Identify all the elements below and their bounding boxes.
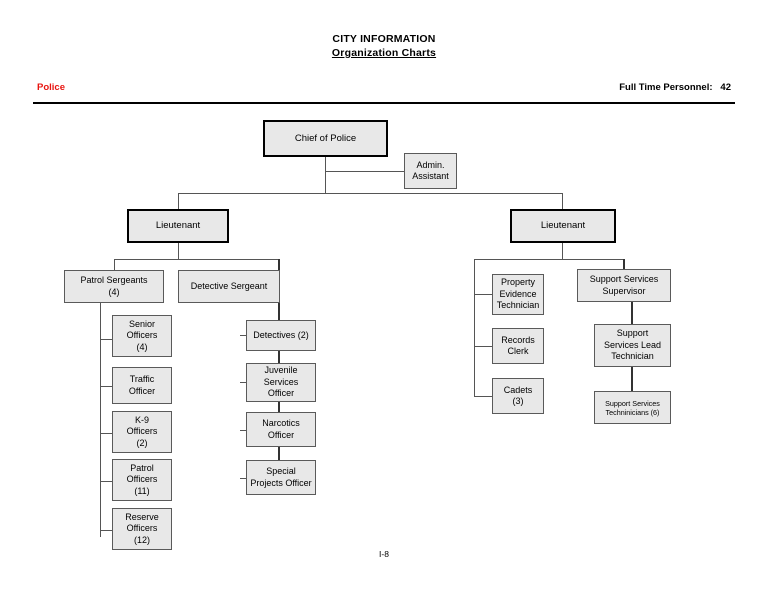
node-chief-of-police[interactable]: Chief of Police [263, 120, 388, 157]
connector-traffic-officer [100, 386, 112, 387]
header-divider [33, 102, 735, 104]
connector-lt-right-stem [562, 243, 563, 259]
node-lieutenant-right[interactable]: Lieutenant [510, 209, 616, 243]
connector-supp-sup-lead [631, 302, 633, 324]
connector-lt-left-drop [178, 193, 179, 209]
connector-cadets [474, 396, 492, 397]
connector-det-sgt-drop [278, 259, 280, 270]
connector-right-spine [474, 259, 475, 396]
connector-chief-admin [325, 171, 404, 172]
node-lieutenant-left[interactable]: Lieutenant [127, 209, 229, 243]
department-label: Police [37, 82, 65, 93]
connector-supp-sup-drop [623, 259, 625, 270]
node-admin-assistant[interactable]: Admin.Assistant [404, 153, 457, 189]
node-patrol-sergeants[interactable]: Patrol Sergeants(4) [64, 270, 164, 303]
node-detectives[interactable]: Detectives (2) [246, 320, 316, 351]
connector-reserve-officers [100, 530, 112, 531]
connector-supp-lead-techs [631, 367, 633, 391]
connector-patrol-spine [100, 303, 101, 537]
connector-patrol-sgt-drop [114, 259, 115, 270]
connector-senior-officers [100, 339, 112, 340]
page-number: I-8 [379, 549, 389, 559]
page-title-line1: CITY INFORMATION [332, 33, 436, 45]
connector-sergeant-bar [114, 259, 279, 260]
connector-lt-right-drop [562, 193, 563, 209]
page-title-line2: Organization Charts [331, 47, 437, 59]
connector-k9-officers [100, 433, 112, 434]
node-detective-sergeant[interactable]: Detective Sergeant [178, 270, 280, 303]
connector-lieutenant-bar [178, 193, 563, 194]
connector-right-branch-bar [474, 259, 624, 260]
connector-lt-left-stem [178, 243, 179, 259]
connector-patrol-officers [100, 481, 112, 482]
connector-property-evidence [474, 294, 492, 295]
node-cadets[interactable]: Cadets(3) [492, 378, 544, 414]
connector-records-clerk [474, 346, 492, 347]
full-time-personnel-count: Full Time Personnel: 42 [619, 82, 731, 93]
connector-chief-stem [325, 157, 326, 193]
